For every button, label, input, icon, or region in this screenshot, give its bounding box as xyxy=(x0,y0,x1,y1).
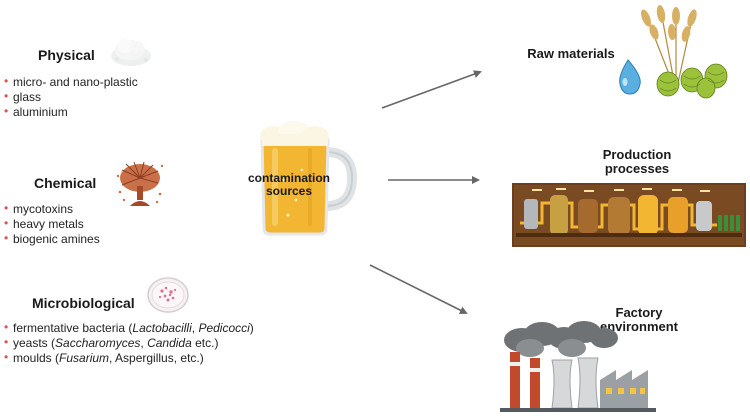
list-item: mycotoxins xyxy=(4,201,100,217)
list-item: fermentative bacteria (Lactobacilli, Ped… xyxy=(4,320,254,336)
microbiological-list: fermentative bacteria (Lactobacilli, Ped… xyxy=(4,320,254,366)
list-text: yeasts ( xyxy=(13,336,56,350)
raw-materials-title: Raw materials xyxy=(516,47,626,61)
petri-dish-icon xyxy=(147,277,189,313)
factory-line1: Factory xyxy=(615,305,663,320)
physical-list: micro- and nano-plasticglassaluminium xyxy=(4,74,138,120)
center-label: contamination sources xyxy=(236,172,342,198)
list-text: biogenic amines xyxy=(13,232,100,246)
list-text: etc.) xyxy=(191,336,219,350)
powder-pile-icon xyxy=(111,39,151,66)
chemical-list: mycotoxinsheavy metalsbiogenic amines xyxy=(4,201,100,247)
list-item: micro- and nano-plastic xyxy=(4,74,138,90)
factory-line2: environment xyxy=(599,319,678,334)
list-text: mycotoxins xyxy=(13,202,74,216)
raw-materials-line1: Raw materials xyxy=(527,46,615,61)
italic-term: Saccharomyces xyxy=(55,336,141,350)
list-text: fermentative bacteria ( xyxy=(13,321,133,335)
production-line1: Production xyxy=(602,147,672,162)
list-text: heavy metals xyxy=(13,217,84,231)
list-item: yeasts (Saccharomyces, Candida etc.) xyxy=(4,335,254,351)
factory-smoke-icon xyxy=(500,321,656,412)
center-label-line2: sources xyxy=(265,184,313,198)
beer-mug-icon xyxy=(260,121,358,236)
list-item: glass xyxy=(4,89,138,105)
list-item: biogenic amines xyxy=(4,231,100,247)
italic-term: Pedicocci xyxy=(198,321,250,335)
arrow-factory xyxy=(369,264,468,314)
list-text: moulds ( xyxy=(13,351,60,365)
chemical-title: Chemical xyxy=(34,175,97,191)
mold-spore-icon xyxy=(116,161,164,206)
list-text: , Aspergillus, etc.) xyxy=(109,351,204,365)
wheat-hops-water-icon xyxy=(619,5,728,99)
list-text: , xyxy=(140,336,148,350)
list-item: aluminium xyxy=(4,104,138,120)
list-text: , xyxy=(191,321,199,335)
list-item: heavy metals xyxy=(4,216,100,232)
production-line2: processes xyxy=(604,161,670,176)
italic-term: Candida xyxy=(147,336,192,350)
list-text: ) xyxy=(249,321,254,335)
arrow-raw-materials xyxy=(381,70,482,109)
center-label-line1: contamination xyxy=(247,171,330,185)
brewery-process-icon xyxy=(512,183,746,247)
production-title: Production processes xyxy=(582,148,692,176)
italic-term: Fusarium xyxy=(59,351,110,365)
list-text: glass xyxy=(13,90,42,104)
list-text: micro- and nano-plastic xyxy=(13,75,138,89)
list-item: moulds (Fusarium, Aspergillus, etc.) xyxy=(4,350,254,366)
italic-term: Lactobacilli xyxy=(132,321,192,335)
physical-title: Physical xyxy=(38,47,95,63)
microbiological-title: Microbiological xyxy=(32,295,135,311)
factory-title: Factory environment xyxy=(594,306,684,334)
list-text: aluminium xyxy=(13,105,68,119)
